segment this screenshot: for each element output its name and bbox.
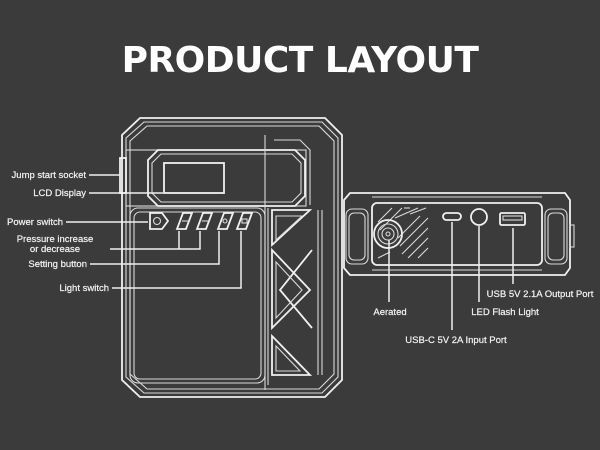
vent-grille (377, 207, 429, 259)
power-button[interactable] (149, 212, 170, 230)
label-power-switch: Power switch (7, 217, 63, 228)
label-pressure-line2: or decrease (30, 244, 80, 255)
usb-c-port (442, 212, 462, 221)
page-title: PRODUCT LAYOUT (122, 40, 480, 81)
label-usb-output: USB 5V 2.1A Output Port (487, 289, 594, 300)
label-light-switch: Light switch (59, 283, 109, 294)
label-aerated: Aerated (373, 307, 406, 318)
led-flash-light (470, 208, 488, 226)
label-setting-button: Setting button (28, 259, 87, 270)
lcd-screen (163, 162, 225, 194)
usb-a-port (499, 212, 526, 226)
label-led-flash-light: LED Flash Light (471, 307, 539, 318)
light-switch-button[interactable] (235, 212, 254, 230)
side-view-device (343, 192, 575, 276)
label-lcd-display: LCD Display (33, 188, 86, 199)
pressure-decrease-button[interactable] (195, 212, 214, 230)
pressure-increase-button[interactable] (175, 212, 194, 230)
jump-start-socket (119, 157, 127, 194)
label-pressure-line1: Pressure increase (17, 234, 94, 245)
control-buttons (175, 212, 254, 230)
button-symbols (182, 218, 248, 224)
label-jump-start-socket: Jump start socket (12, 170, 87, 181)
front-view-device (119, 117, 343, 398)
air-outlet (373, 219, 403, 249)
setting-button[interactable] (216, 212, 235, 230)
label-usb-c-input: USB-C 5V 2A Input Port (405, 335, 507, 346)
